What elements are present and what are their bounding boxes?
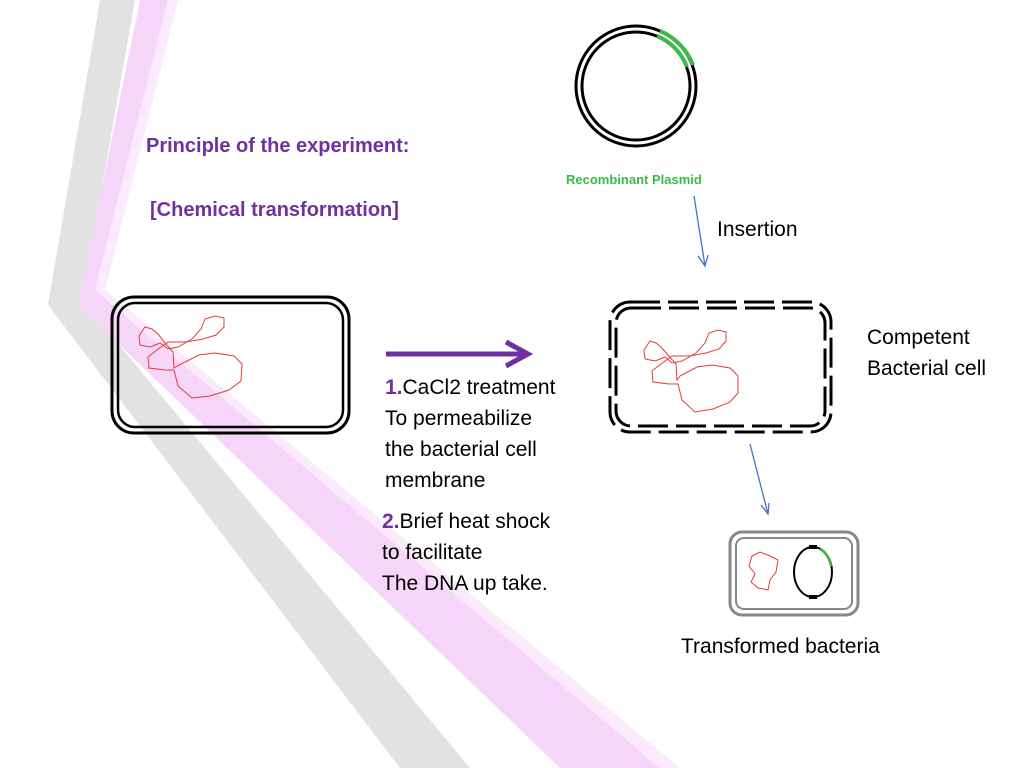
step-line: To permeabilize <box>385 407 533 430</box>
competent-label: Competent Bacterial cell <box>867 322 986 384</box>
competent-dna <box>643 329 739 413</box>
page-subtitle: [Chemical transformation] <box>150 199 399 221</box>
plasmid-label: Recombinant Plasmid <box>566 172 702 187</box>
competent-cell <box>608 300 833 434</box>
step-number: 1. <box>385 376 403 399</box>
step-line: the bacterial cell <box>385 438 537 461</box>
transformed-label: Transformed bacteria <box>681 635 880 658</box>
insertion-label: Insertion <box>717 218 798 241</box>
gray-band <box>48 0 470 768</box>
bacterial-dna <box>138 315 243 399</box>
step-1: 1.CaCl2 treatment To permeabilize the ba… <box>385 372 555 496</box>
step-line: Brief heat shock <box>399 510 551 533</box>
page-title: Principle of the experiment: <box>146 135 410 157</box>
competent-label-line: Competent <box>867 326 970 349</box>
step-line: membrane <box>385 469 486 492</box>
competent-label-line: Bacterial cell <box>867 357 987 380</box>
transformation-arrow <box>749 443 770 516</box>
pink-band <box>78 0 660 768</box>
step-line: to facilitate <box>382 541 483 564</box>
transformed-cell <box>728 530 860 617</box>
pink-band-light <box>95 0 680 768</box>
bacterial-cell <box>110 295 351 435</box>
step-2: 2.Brief heat shock to facilitate The DNA… <box>382 506 550 599</box>
treatment-arrow <box>386 339 534 369</box>
insertion-arrow <box>693 195 709 268</box>
step-number: 2. <box>382 510 400 533</box>
recombinant-plasmid <box>574 24 698 148</box>
step-line: CaCl2 treatment <box>402 376 556 399</box>
step-line: The DNA up take. <box>382 572 548 595</box>
